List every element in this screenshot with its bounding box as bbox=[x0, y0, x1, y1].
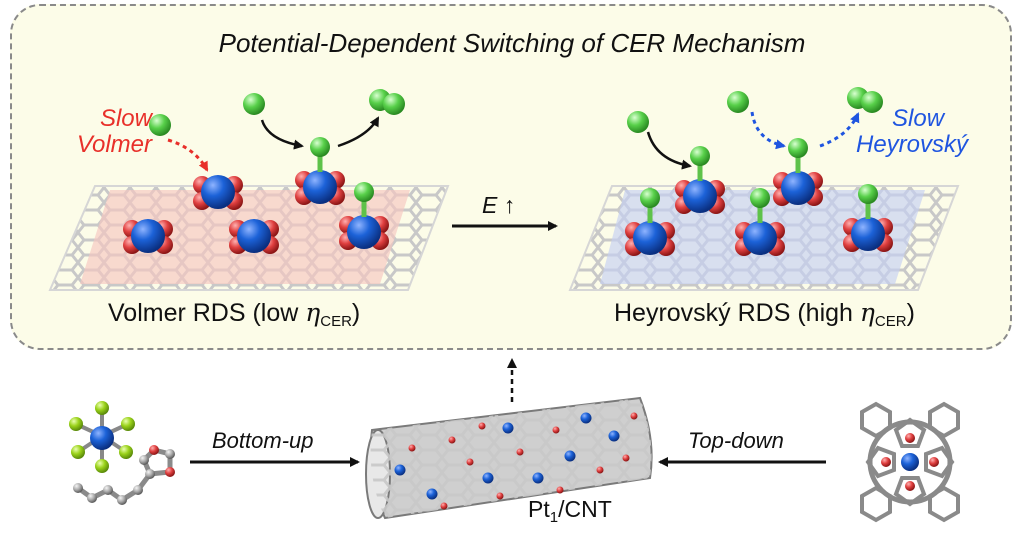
desorption-arrow-left bbox=[337, 116, 380, 148]
pt1-cnt-label: Pt1/CNT bbox=[528, 496, 612, 526]
pt1-cnt-main: Pt bbox=[528, 496, 550, 522]
right-site-4 bbox=[735, 188, 785, 256]
cl2-right-atom-b bbox=[861, 91, 883, 113]
free-cl-atom-1 bbox=[149, 114, 171, 136]
cnt-atom-16 bbox=[440, 502, 448, 510]
right-site-3 bbox=[625, 188, 675, 256]
diagram-title: Potential-Dependent Switching of CER Mec… bbox=[218, 28, 806, 58]
cl2-left-atom-b bbox=[383, 93, 405, 115]
slow-volmer-label: Slow Volmer bbox=[52, 106, 152, 158]
cnt-atom-19 bbox=[478, 422, 486, 430]
slow-heyrovsky-line1: Slow bbox=[892, 105, 945, 132]
right-site-5 bbox=[843, 184, 893, 252]
free-cl-atom-3 bbox=[627, 111, 649, 133]
volmer-caption-sub: CER bbox=[320, 313, 352, 330]
cnt-atom-1 bbox=[394, 464, 406, 476]
right-site-2 bbox=[773, 138, 823, 206]
cnt-atom-17 bbox=[496, 492, 504, 500]
mechanism-panel bbox=[10, 4, 1012, 350]
slow-heyrovsky-label: Slow Heyrovský bbox=[856, 106, 1006, 158]
pt-chloride-precursor bbox=[69, 401, 135, 473]
cnt-atom-3 bbox=[426, 488, 438, 500]
bottom-up-label: Bottom-up bbox=[212, 428, 314, 453]
cnt-atom-14 bbox=[608, 430, 620, 442]
pt1-cnt-sub: 1 bbox=[549, 509, 559, 526]
left-site-2 bbox=[295, 137, 345, 205]
cnt-atom-12 bbox=[580, 412, 592, 424]
cnt-atom-18 bbox=[556, 486, 564, 494]
free-cl-atom-4 bbox=[727, 91, 749, 113]
cnt-atom-8 bbox=[516, 448, 524, 456]
heyrovsky-caption-sub: CER bbox=[874, 313, 907, 330]
left-site-1 bbox=[193, 175, 243, 210]
slow-heyrovsky-arrow-out bbox=[819, 112, 860, 148]
adsorption-arrow-right bbox=[646, 131, 692, 170]
heyrovsky-caption-eta: η bbox=[859, 298, 875, 327]
left-site-5 bbox=[339, 182, 389, 250]
cnt-atom-6 bbox=[482, 472, 494, 484]
slow-heyrovsky-line2: Heyrovský bbox=[856, 131, 969, 158]
left-site-3 bbox=[123, 219, 173, 254]
slow-volmer-line2: Volmer bbox=[76, 131, 152, 158]
cnt-atom-20 bbox=[630, 412, 638, 420]
slow-heyrovsky-arrow-in bbox=[750, 111, 786, 150]
cnt-atom-2 bbox=[408, 444, 416, 452]
heyrovsky-rds-caption: Heyrovský RDS (high ηCER) bbox=[614, 298, 915, 330]
slow-volmer-arrow bbox=[167, 138, 209, 172]
heyrovsky-caption-end: ) bbox=[906, 299, 915, 327]
pt-porphyrin-precursor bbox=[860, 401, 960, 523]
cnt-atom-5 bbox=[466, 458, 474, 466]
pt1-cnt-end: /CNT bbox=[558, 496, 612, 522]
left-site-4 bbox=[229, 219, 279, 254]
cnt-atom-4 bbox=[448, 436, 456, 444]
heyrovsky-caption-text: Heyrovský RDS (high bbox=[614, 299, 860, 327]
volmer-caption-eta: η bbox=[305, 298, 321, 327]
cnt-atom-10 bbox=[552, 426, 560, 434]
cnt-atom-7 bbox=[502, 422, 514, 434]
cnt-atom-11 bbox=[564, 450, 576, 462]
adsorption-arrow-left bbox=[260, 119, 304, 150]
potential-label: E ↑ bbox=[482, 192, 516, 218]
organic-linker-atoms bbox=[73, 445, 175, 505]
volmer-caption-text: Volmer RDS (low bbox=[108, 299, 306, 327]
cnt-atom-15 bbox=[622, 454, 630, 462]
volmer-caption-end: ) bbox=[351, 299, 361, 327]
cnt-atom-9 bbox=[532, 472, 544, 484]
free-cl-atom-2 bbox=[243, 93, 265, 115]
cnt-atom-13 bbox=[596, 466, 604, 474]
volmer-rds-caption: Volmer RDS (low ηCER) bbox=[108, 298, 360, 330]
right-site-1 bbox=[675, 146, 725, 214]
slow-volmer-line1: Slow bbox=[99, 105, 152, 132]
top-down-label: Top-down bbox=[688, 428, 784, 453]
carbon-nanotube bbox=[365, 396, 653, 520]
